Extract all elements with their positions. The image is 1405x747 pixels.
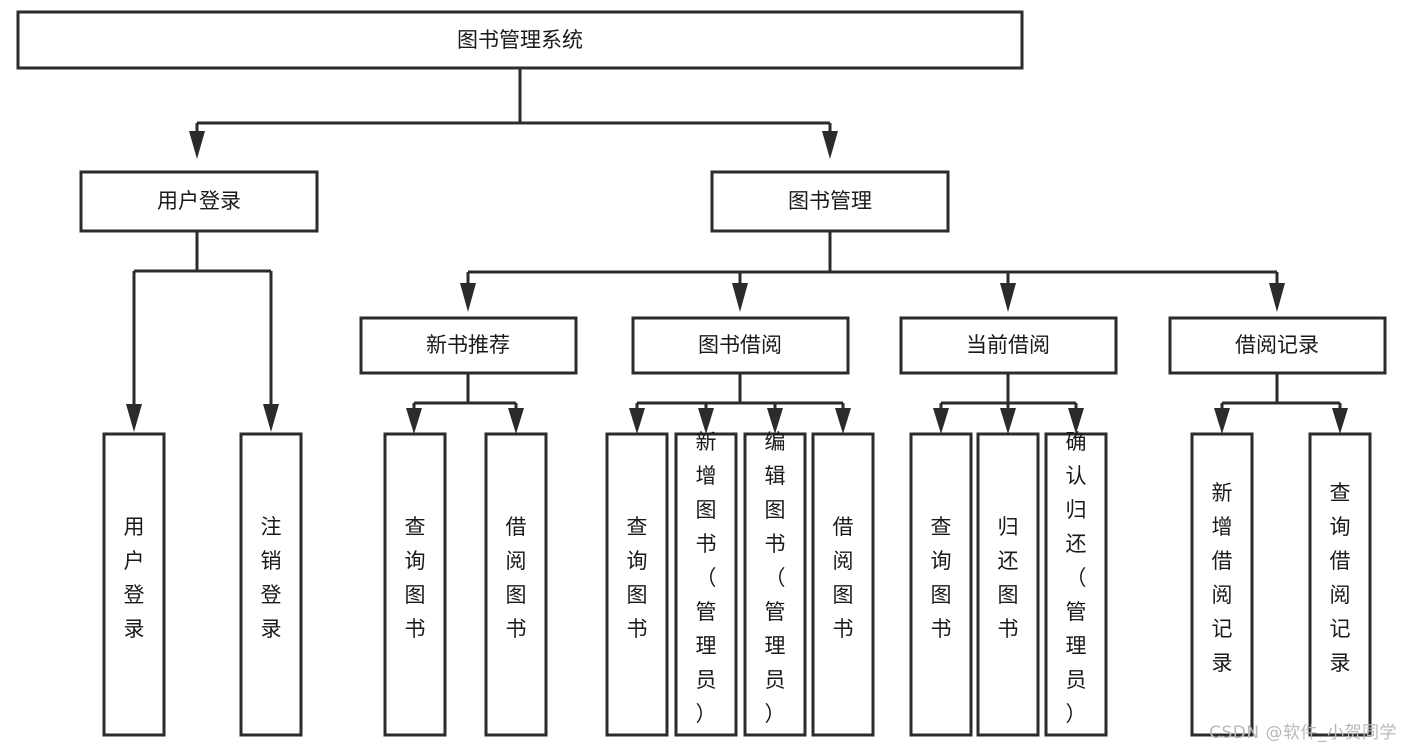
leaf-query-borrow-record[interactable]: 查询借阅记录 <box>1308 432 1372 737</box>
arrowhead-user-login <box>189 131 205 159</box>
leaf-add-borrow-record[interactable]: 新增借阅记录 <box>1190 432 1254 737</box>
arrowhead-newbook <box>460 283 476 312</box>
leaf-confirm-return-admin-box[interactable] <box>1044 432 1108 737</box>
node-book-management[interactable]: 图书管理 <box>710 170 950 233</box>
arrowhead-current-leaf-1 <box>933 408 949 434</box>
arrowhead-borrow-leaf-3 <box>767 408 783 434</box>
leaf-return-book-label: 归还图书 <box>998 515 1019 641</box>
connectors-borrow-to-leaves <box>629 373 851 434</box>
leaf-query-book-newbook[interactable]: 查询图书 <box>383 432 447 737</box>
leaf-borrow-book-newbook[interactable]: 借阅图书 <box>484 432 548 737</box>
leaf-query-book-newbook-box[interactable] <box>383 432 447 737</box>
leaf-user-login-box[interactable] <box>102 432 166 737</box>
node-current-borrow-label: 当前借阅 <box>966 333 1050 357</box>
arrowhead-borrow <box>732 283 748 312</box>
leaf-query-book-borrow[interactable]: 查询图书 <box>605 432 669 737</box>
node-borrow-records[interactable]: 借阅记录 <box>1168 316 1387 375</box>
node-new-book-recommend-label: 新书推荐 <box>426 333 510 357</box>
leaf-edit-book-admin[interactable]: 编辑图书（管理员） <box>743 430 807 737</box>
leaf-query-book-newbook-label: 查询图书 <box>405 515 426 641</box>
node-current-borrow[interactable]: 当前借阅 <box>899 316 1118 375</box>
leaf-query-book-current-box[interactable] <box>909 432 973 737</box>
leaf-add-book-admin-label: 新增图书（管理员） <box>696 430 717 726</box>
node-root-book-management-system[interactable]: 图书管理系统 <box>16 10 1024 70</box>
arrowhead-newbook-leaf-1 <box>406 408 422 434</box>
leaf-query-borrow-record-box[interactable] <box>1308 432 1372 737</box>
leaf-logout-label: 注销登录 <box>261 515 282 641</box>
leaf-return-book[interactable]: 归还图书 <box>976 432 1040 737</box>
connectors-root-to-level2 <box>189 68 838 159</box>
arrowhead-leaf-logout <box>263 404 279 432</box>
leaf-borrow-book-borrow-label: 借阅图书 <box>833 515 854 641</box>
connectors-records-to-leaves <box>1214 373 1348 434</box>
arrowhead-current <box>1000 283 1016 312</box>
node-user-login-label: 用户登录 <box>157 189 241 213</box>
leaf-confirm-return-admin[interactable]: 确认归还（管理员） <box>1044 430 1108 737</box>
node-current-borrow-box[interactable] <box>899 316 1118 375</box>
leaf-add-borrow-record-label: 新增借阅记录 <box>1212 481 1233 675</box>
arrowhead-borrow-leaf-2 <box>698 408 714 434</box>
node-book-management-label: 图书管理 <box>788 189 872 213</box>
node-root-box[interactable] <box>16 10 1024 70</box>
node-borrow-records-label: 借阅记录 <box>1235 333 1319 357</box>
leaf-confirm-return-admin-label: 确认归还（管理员） <box>1066 430 1087 726</box>
node-user-login[interactable]: 用户登录 <box>79 170 319 233</box>
leaf-logout[interactable]: 注销登录 <box>239 432 303 737</box>
leaf-edit-book-admin-box[interactable] <box>743 432 807 737</box>
leaf-query-book-current[interactable]: 查询图书 <box>909 432 973 737</box>
arrowhead-borrow-leaf-4 <box>835 408 851 434</box>
arrowhead-newbook-leaf-2 <box>508 408 524 434</box>
connectors-user-login-to-leaves <box>126 231 279 432</box>
leaf-add-book-admin[interactable]: 新增图书（管理员） <box>674 430 738 737</box>
node-root-label: 图书管理系统 <box>457 28 583 52</box>
leaf-add-borrow-record-box[interactable] <box>1190 432 1254 737</box>
connectors-book-mgmt-to-level3 <box>460 231 1285 312</box>
leaf-query-book-borrow-label: 查询图书 <box>627 515 648 641</box>
node-book-management-box[interactable] <box>710 170 950 233</box>
node-book-borrow-label: 图书借阅 <box>698 333 782 357</box>
leaf-user-login-label: 用户登录 <box>124 515 145 641</box>
leaf-edit-book-admin-label: 编辑图书（管理员） <box>765 430 786 726</box>
node-book-borrow[interactable]: 图书借阅 <box>631 316 850 375</box>
arrowhead-records <box>1269 283 1285 312</box>
leaf-add-book-admin-box[interactable] <box>674 432 738 737</box>
leaf-return-book-box[interactable] <box>976 432 1040 737</box>
leaf-query-book-borrow-box[interactable] <box>605 432 669 737</box>
arrowhead-current-leaf-3 <box>1068 408 1084 434</box>
node-borrow-records-box[interactable] <box>1168 316 1387 375</box>
connectors-current-to-leaves <box>933 373 1084 434</box>
arrowhead-records-leaf-2 <box>1332 408 1348 434</box>
leaf-query-book-current-label: 查询图书 <box>931 515 952 641</box>
connectors-newbook-to-leaves <box>406 373 524 434</box>
arrowhead-leaf-userlogin <box>126 404 142 432</box>
arrowhead-book-mgmt <box>822 131 838 159</box>
leaf-user-login[interactable]: 用户登录 <box>102 432 166 737</box>
arrowhead-borrow-leaf-1 <box>629 408 645 434</box>
node-book-borrow-box[interactable] <box>631 316 850 375</box>
leaf-query-borrow-record-label: 查询借阅记录 <box>1330 481 1351 675</box>
arrowhead-current-leaf-2 <box>1000 408 1016 434</box>
leaf-borrow-book-borrow[interactable]: 借阅图书 <box>811 432 875 737</box>
leaf-borrow-book-newbook-label: 借阅图书 <box>506 515 527 641</box>
node-new-book-recommend[interactable]: 新书推荐 <box>359 316 578 375</box>
leaf-borrow-book-borrow-box[interactable] <box>811 432 875 737</box>
arrowhead-records-leaf-1 <box>1214 408 1230 434</box>
leaf-logout-box[interactable] <box>239 432 303 737</box>
leaf-borrow-book-newbook-box[interactable] <box>484 432 548 737</box>
csdn-watermark: CSDN @软件_小贺同学 <box>1209 723 1397 743</box>
node-user-login-box[interactable] <box>79 170 319 233</box>
node-new-book-recommend-box[interactable] <box>359 316 578 375</box>
